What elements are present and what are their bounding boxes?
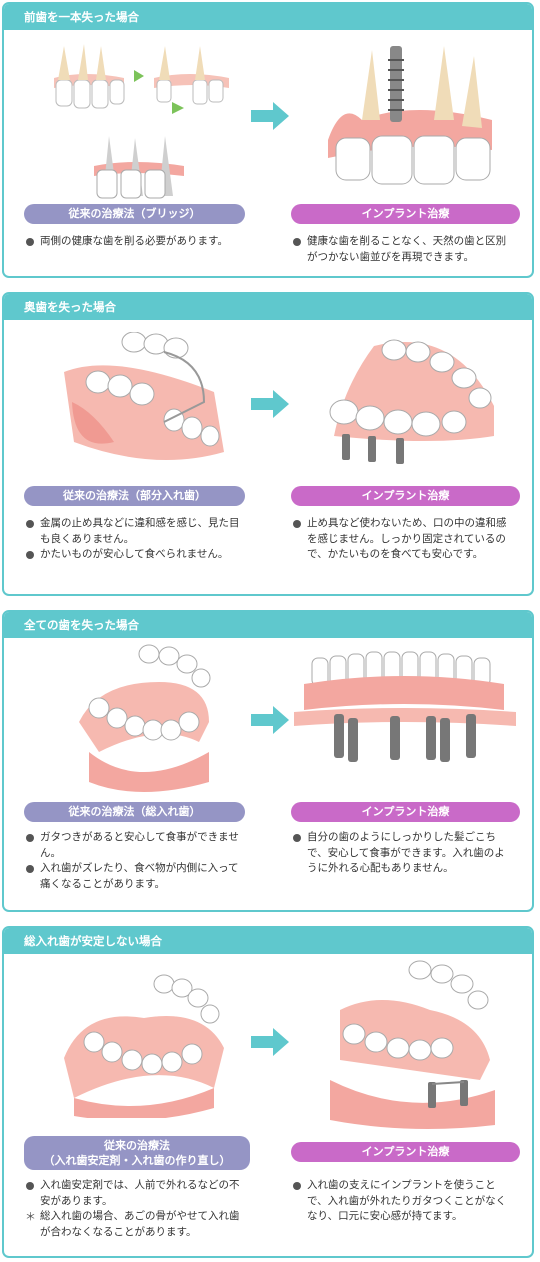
section-back-tooth: 奥歯を失った場合 従来の治療法（部分入れ歯） bbox=[2, 292, 534, 596]
old-method-label-line2: （入れ歯安定剤・入れ歯の作り直し） bbox=[43, 1154, 231, 1167]
old-method-points: 入れ歯安定剤では、人前で外れるなどの不安があります。 ＊ 総入れ歯の場合、あごの骨… bbox=[24, 1178, 246, 1240]
implant-label: インプラント治療 bbox=[291, 1142, 520, 1162]
section-title: 前歯を一本失った場合 bbox=[4, 4, 532, 30]
implant-label: インプラント治療 bbox=[291, 486, 520, 506]
implant-denture-illustration bbox=[330, 960, 495, 1129]
new-point: 入れ歯の支えにインプラントを使うことで、入れ歯が外れたりガタつくことがなくなり、… bbox=[307, 1179, 507, 1222]
bullet-dot-icon bbox=[26, 551, 34, 559]
old-method-label: 従来の治療法 （入れ歯安定剤・入れ歯の作り直し） bbox=[24, 1136, 250, 1170]
new-point: 健康な歯を削ることなく、天然の歯と区別がつかない歯並びを再現できます。 bbox=[307, 235, 507, 263]
full-implant-illustration bbox=[294, 651, 516, 762]
bullet-dot-icon bbox=[26, 238, 34, 246]
old-method-points: ガタつきがあると安心して食事ができません。 入れ歯がズレたり、食べ物が内側に入っ… bbox=[24, 830, 246, 892]
bullet-dot-icon bbox=[293, 834, 301, 842]
old-method-points: 両側の健康な歯を削る必要があります。 bbox=[24, 234, 250, 250]
step-arrow-1 bbox=[134, 70, 144, 82]
old-point: 金属の止め具などに違和感を感じ、見た目も良くありません。 bbox=[40, 517, 240, 545]
old-note: 総入れ歯の場合、あごの骨がやせて入れ歯が合わなくなることがあります。 bbox=[40, 1210, 240, 1238]
bullet-dot-icon bbox=[293, 1182, 301, 1190]
new-point: 止め具など使わないため、口の中の違和感を感じません。しっかり固定されているので、… bbox=[307, 517, 507, 560]
teeth-prepared bbox=[154, 46, 229, 105]
right-arrow-icon bbox=[251, 706, 289, 734]
old-point: 入れ歯がズレたり、食べ物が内側に入って痛くなることがあります。 bbox=[40, 862, 239, 890]
right-arrow-icon bbox=[251, 390, 289, 418]
old-point: かたいものが安心して食べられません。 bbox=[40, 548, 229, 560]
partial-denture-illustration bbox=[64, 332, 224, 460]
bullet-dot-icon bbox=[26, 1182, 34, 1190]
old-point: 入れ歯安定剤では、人前で外れるなどの不安があります。 bbox=[40, 1179, 240, 1207]
implant-points: 自分の歯のようにしっかりした髪ごこちで、安心して食事ができます。入れ歯のように外… bbox=[291, 830, 515, 877]
right-arrow-icon bbox=[251, 102, 289, 130]
bullet-dot-icon bbox=[26, 865, 34, 873]
bullet-dot-icon bbox=[293, 238, 301, 246]
implant-label: インプラント治療 bbox=[291, 204, 520, 224]
old-method-label: 従来の治療法（部分入れ歯） bbox=[24, 486, 245, 506]
old-method-label: 従来の治療法（ブリッジ） bbox=[24, 204, 245, 224]
section-title: 総入れ歯が安定しない場合 bbox=[4, 928, 532, 954]
asterisk-icon: ＊ bbox=[25, 1210, 36, 1223]
old-point: ガタつきがあると安心して食事ができません。 bbox=[40, 831, 239, 859]
bullet-dot-icon bbox=[26, 520, 34, 528]
implant-screw bbox=[390, 46, 402, 122]
implant-bridge-illustration bbox=[329, 339, 494, 464]
implant-points: 健康な歯を削ることなく、天然の歯と区別がつかない歯並びを再現できます。 bbox=[291, 234, 515, 265]
bridge-illustration bbox=[54, 44, 229, 199]
old-method-label: 従来の治療法（総入れ歯） bbox=[24, 802, 245, 822]
old-method-label-line1: 従来の治療法 bbox=[104, 1139, 170, 1152]
bullet-dot-icon bbox=[293, 520, 301, 528]
implant-illustration bbox=[328, 46, 492, 185]
implant-points: 入れ歯の支えにインプラントを使うことで、入れ歯が外れたりガタつくことがなくなり、… bbox=[291, 1178, 515, 1225]
old-method-points: 金属の止め具などに違和感を感じ、見た目も良くありません。 かたいものが安心して食… bbox=[24, 516, 246, 563]
new-point: 自分の歯のようにしっかりした髪ごこちで、安心して食事ができます。入れ歯のように外… bbox=[307, 831, 505, 874]
bullet-dot-icon bbox=[26, 834, 34, 842]
teeth-bridge bbox=[94, 136, 184, 199]
section-title: 奥歯を失った場合 bbox=[4, 294, 532, 320]
old-point: 両側の健康な歯を削る必要があります。 bbox=[40, 235, 228, 247]
implant-points: 止め具など使わないため、口の中の違和感を感じません。しっかり固定されているので、… bbox=[291, 516, 515, 563]
right-arrow-icon bbox=[251, 1028, 289, 1056]
section-unstable-denture: 総入れ歯が安定しない場合 従来の治療法 （入れ歯安定剤・入れ bbox=[2, 926, 534, 1258]
step-arrow-2 bbox=[172, 102, 184, 114]
section-title: 全ての歯を失った場合 bbox=[4, 612, 532, 638]
unstable-denture-illustration bbox=[64, 974, 224, 1118]
section-front-tooth: 前歯を一本失った場合 bbox=[2, 2, 534, 278]
section-all-teeth: 全ての歯を失った場合 従来の治療法（総入れ歯） インプラ bbox=[2, 610, 534, 912]
teeth-before bbox=[54, 44, 125, 109]
full-denture-illustration bbox=[79, 644, 211, 792]
implant-label: インプラント治療 bbox=[291, 802, 520, 822]
